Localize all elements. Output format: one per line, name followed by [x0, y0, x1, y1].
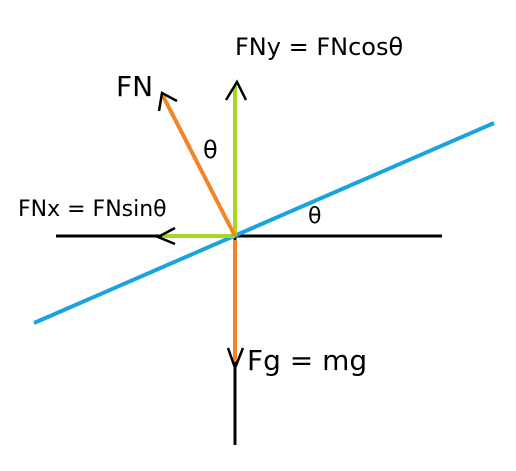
gravity-arrowhead	[226, 347, 245, 372]
normal-force-arrowhead	[157, 91, 178, 112]
normal-x-arrowhead	[155, 226, 176, 246]
label-theta-lower: θ	[308, 204, 321, 229]
label-theta-upper: θ	[203, 136, 218, 164]
label-normal-x: FNx = FNsinθ	[18, 197, 167, 222]
label-normal-force: FN	[116, 70, 153, 103]
label-normal-y: FNy = FNcosθ	[235, 33, 403, 61]
incline-line	[33, 121, 495, 325]
normal-force-vector	[161, 95, 237, 237]
normal-y-arrowhead	[224, 79, 248, 101]
label-gravity: Fg = mg	[247, 344, 367, 377]
